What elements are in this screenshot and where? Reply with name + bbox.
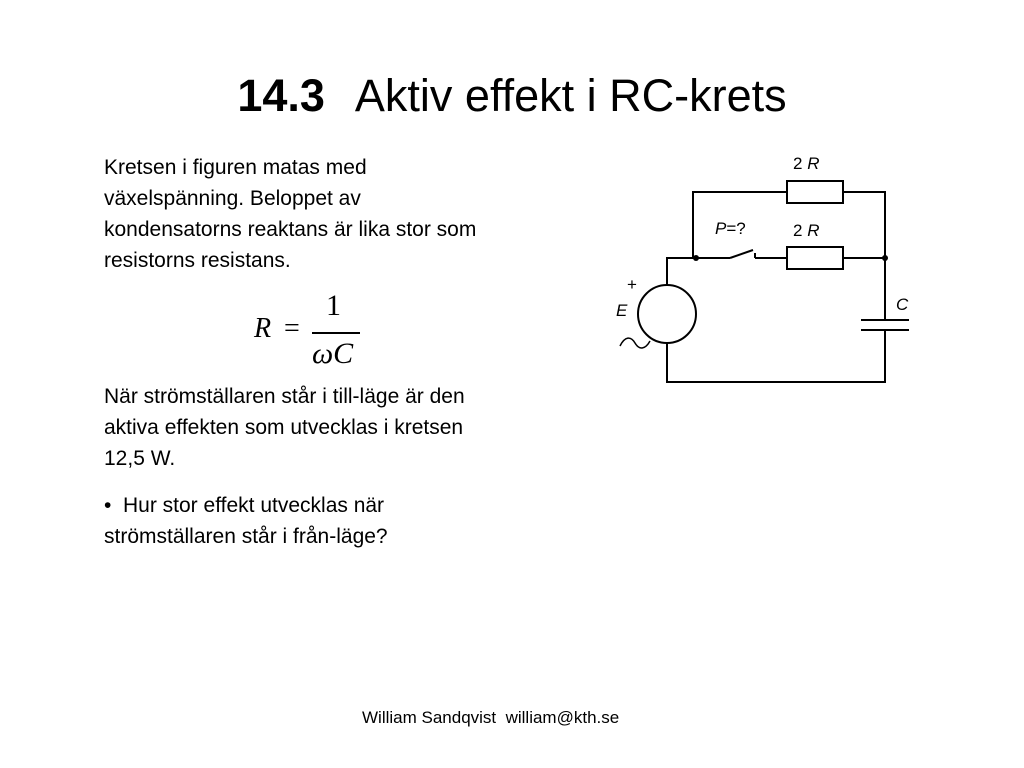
footer-author: William Sandqvist william@kth.se bbox=[362, 708, 620, 727]
bottom-resistor-label: 2 R bbox=[793, 221, 819, 240]
text-line: Hur stor effekt utvecklas när bbox=[123, 494, 385, 517]
text-line: strömställaren står i från-läge? bbox=[104, 525, 388, 548]
capacitor-label: C bbox=[896, 295, 909, 314]
title-text: Aktiv effekt i RC-krets bbox=[354, 70, 787, 121]
resistor-top bbox=[786, 180, 844, 204]
top-resistor-label: 2 R bbox=[793, 154, 819, 173]
power-label: P=? bbox=[715, 219, 746, 238]
resistor-bottom bbox=[786, 246, 844, 270]
text-line: kondensatorns reaktans är lika stor som bbox=[104, 218, 477, 241]
text-line: växelspänning. Beloppet av bbox=[104, 187, 361, 210]
question-bullet: • Hur stor effekt utvecklas när strömstäl… bbox=[104, 490, 388, 552]
formula-lhs: R bbox=[254, 313, 272, 344]
text-line: aktiva effekten som utvecklas i kretsen bbox=[104, 416, 464, 439]
text-line: 12,5 W. bbox=[104, 447, 176, 470]
fraction-bar bbox=[312, 332, 360, 334]
wire bbox=[843, 191, 886, 258]
slide-title: 14.3 Aktiv effekt i RC-krets bbox=[0, 66, 1024, 126]
title-number: 14.3 bbox=[237, 70, 325, 121]
formula-numerator: 1 bbox=[326, 289, 341, 322]
rc-circuit-diagram: 2 R 2 R P=? + E C bbox=[616, 154, 909, 383]
wire bbox=[666, 257, 730, 285]
junction-dot bbox=[882, 255, 888, 261]
junction-dot bbox=[693, 255, 699, 261]
text-line: Kretsen i figuren matas med bbox=[104, 156, 367, 179]
switch-blade bbox=[729, 249, 754, 259]
source-plus-label: + bbox=[627, 275, 637, 294]
reactance-formula: R = 1 ωC bbox=[250, 289, 370, 375]
formula-denominator: ωC bbox=[312, 337, 354, 370]
wire bbox=[692, 191, 787, 258]
formula-equals: = bbox=[284, 313, 300, 344]
text-line: resistorns resistans. bbox=[104, 249, 291, 272]
text-line: När strömställaren står i till-läge är d… bbox=[104, 385, 465, 408]
intro-paragraph: Kretsen i figuren matas med växelspännin… bbox=[104, 152, 476, 276]
source-label: E bbox=[616, 301, 628, 320]
ac-wave-icon bbox=[619, 337, 651, 349]
wire bbox=[666, 330, 886, 383]
voltage-source bbox=[637, 284, 697, 344]
power-paragraph: När strömställaren står i till-läge är d… bbox=[104, 381, 465, 474]
bullet-icon: • bbox=[104, 494, 112, 517]
